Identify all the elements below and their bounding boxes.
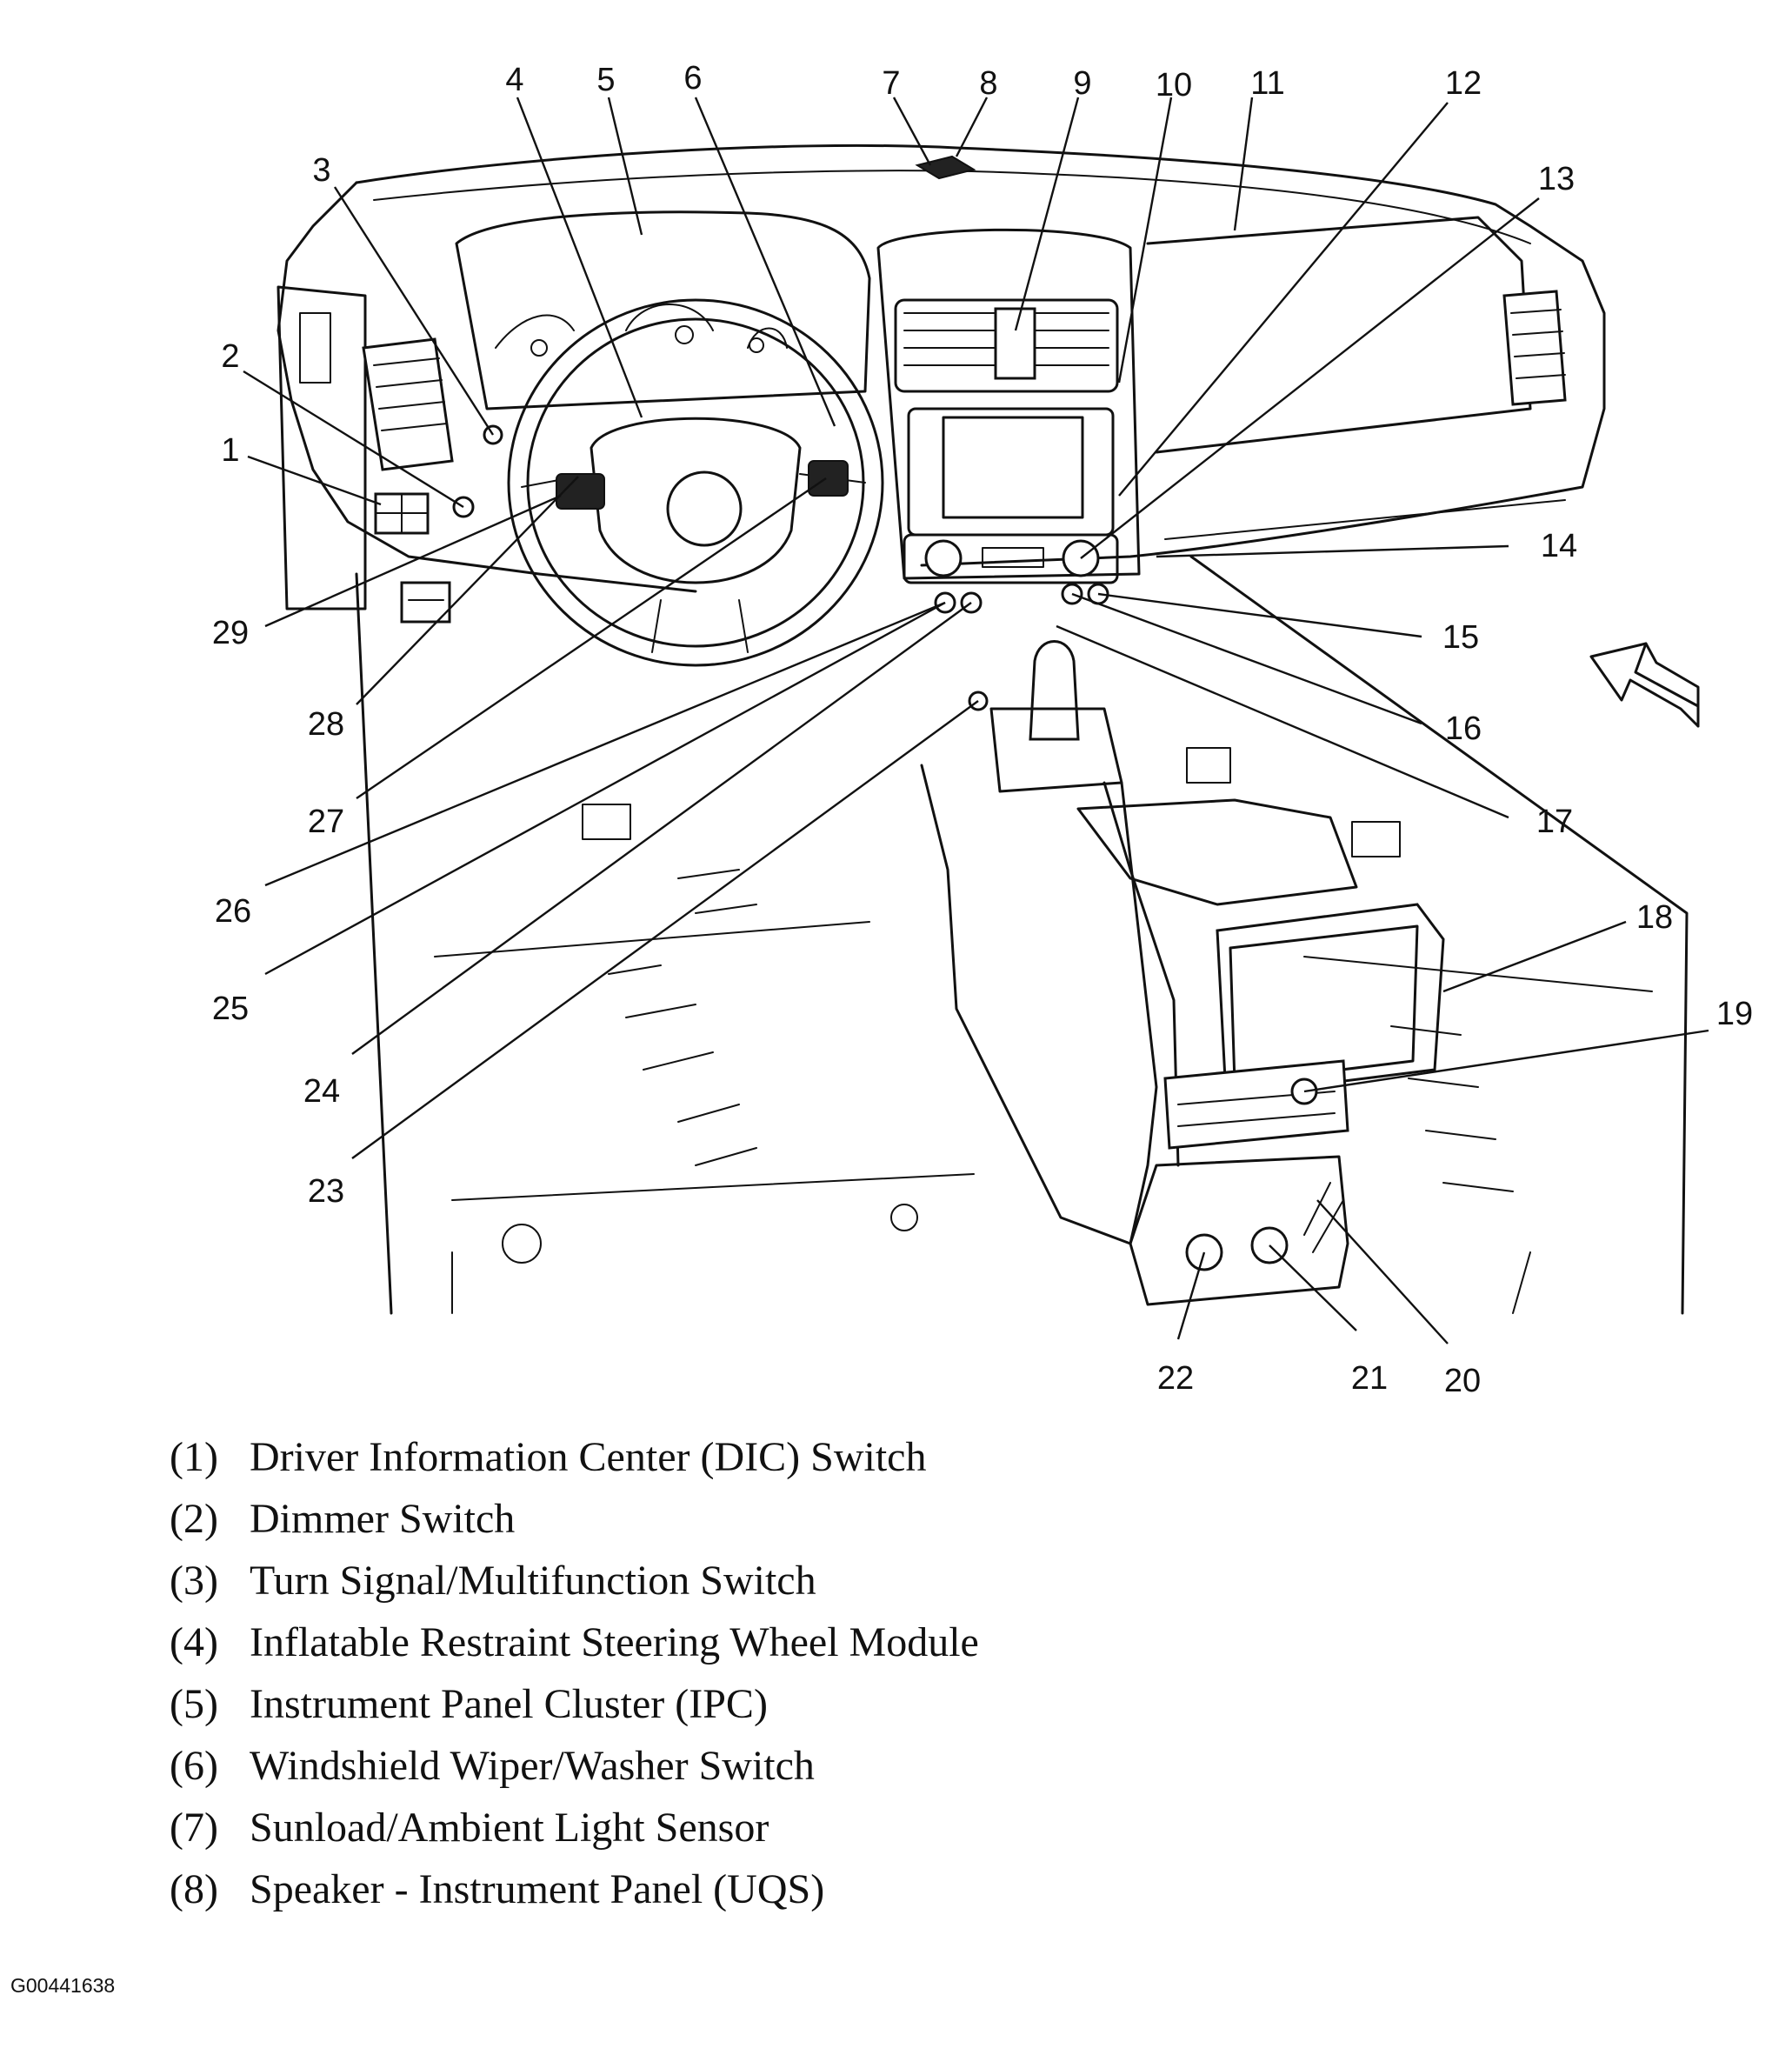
callout-19: 19 [1716,996,1753,1032]
legend-label: Driver Information Center (DIC) Switch [250,1434,927,1480]
leader-16 [1071,592,1422,725]
component-legend: (1) Driver Information Center (DIC) Switc… [170,1426,979,1920]
callout-1: 1 [221,432,239,469]
leader-19 [1303,1029,1709,1093]
callout-9: 9 [1073,65,1091,102]
leader-4 [516,97,643,418]
leader-8 [955,97,989,157]
callout-29: 29 [212,615,249,651]
callout-23: 23 [308,1173,344,1210]
callout-16: 16 [1445,711,1482,747]
leader-20 [1316,1199,1449,1344]
callout-20: 20 [1444,1363,1481,1399]
leader-12 [1118,102,1449,497]
legend-label: Windshield Wiper/Washer Switch [250,1743,815,1789]
leader-21 [1269,1244,1357,1331]
leader-7 [892,97,932,166]
callout-22: 22 [1157,1360,1194,1397]
leader-3 [333,186,495,436]
leader-1 [247,455,382,506]
leader-9 [1014,97,1080,331]
callout-2: 2 [221,338,239,375]
callout-8: 8 [979,65,997,102]
callout-13: 13 [1538,161,1575,197]
callout-26: 26 [215,893,251,930]
leader-lines [243,97,1709,1344]
legend-number: (5) [170,1681,218,1727]
callout-28: 28 [308,706,344,743]
callout-7: 7 [882,65,900,102]
legend-number: (1) [170,1434,218,1480]
callout-12: 12 [1445,65,1482,102]
leader-14 [1156,544,1509,558]
callout-3: 3 [312,152,330,189]
callout-17: 17 [1536,804,1573,840]
callout-15: 15 [1442,619,1479,656]
leader-24 [351,602,972,1055]
legend-label: Dimmer Switch [250,1496,516,1542]
leader-26 [264,601,946,887]
legend-item: (1) Driver Information Center (DIC) Switc… [170,1426,979,1488]
leader-13 [1080,197,1540,559]
legend-label: Speaker - Instrument Panel (UQS) [250,1866,825,1912]
callout-6: 6 [683,60,702,97]
legend-item: (4) Inflatable Restraint Steering Wheel M… [170,1611,979,1673]
leader-23 [351,700,979,1159]
figure-id: G00441638 [10,1974,116,1997]
leader-17 [1056,624,1509,819]
leader-25 [264,601,946,976]
legend-item: (7) Sunload/Ambient Light Sensor [170,1797,979,1858]
legend-item: (3) Turn Signal/Multifunction Switch [170,1550,979,1611]
leader-10 [1117,97,1173,384]
legend-number: (6) [170,1743,218,1789]
legend-item: (8) Speaker - Instrument Panel (UQS) [170,1858,979,1920]
legend-label: Instrument Panel Cluster (IPC) [250,1681,768,1727]
leader-6 [694,97,836,427]
legend-number: (4) [170,1619,218,1665]
legend-label: Turn Signal/Multifunction Switch [250,1558,816,1604]
leader-18 [1442,920,1627,993]
callout-25: 25 [212,991,249,1027]
legend-label: Inflatable Restraint Steering Wheel Modu… [250,1619,979,1665]
leader-2 [243,370,464,509]
legend-item: (5) Instrument Panel Cluster (IPC) [170,1673,979,1735]
leader-11 [1233,97,1254,231]
leader-29 [264,494,562,628]
callout-24: 24 [303,1073,340,1110]
callout-4: 4 [505,62,523,98]
leader-5 [607,97,643,236]
legend-number: (8) [170,1866,218,1912]
callout-10: 10 [1156,67,1192,103]
leader-28 [356,476,579,705]
vehicle-interior-diagram: 1 2 3 4 5 6 7 8 9 10 11 12 13 14 15 16 1… [212,60,1753,1399]
leader-22 [1176,1251,1206,1340]
legend-item: (2) Dimmer Switch [170,1488,979,1550]
legend-item: (6) Windshield Wiper/Washer Switch [170,1735,979,1797]
leader-27 [356,477,827,799]
callout-numbers: 1 2 3 4 5 6 7 8 9 10 11 12 13 14 15 16 1… [212,60,1753,1399]
interior-line-art [276,143,1689,1315]
callout-11: 11 [1250,65,1284,102]
front-direction-arrow [1589,642,1700,728]
callout-14: 14 [1541,528,1577,564]
callout-18: 18 [1636,899,1673,936]
legend-number: (3) [170,1558,218,1604]
callout-21: 21 [1351,1360,1388,1397]
callout-27: 27 [308,804,344,840]
legend-number: (7) [170,1805,218,1851]
legend-number: (2) [170,1496,218,1542]
leader-15 [1097,592,1422,638]
callout-5: 5 [596,62,615,98]
legend-label: Sunload/Ambient Light Sensor [250,1805,769,1851]
